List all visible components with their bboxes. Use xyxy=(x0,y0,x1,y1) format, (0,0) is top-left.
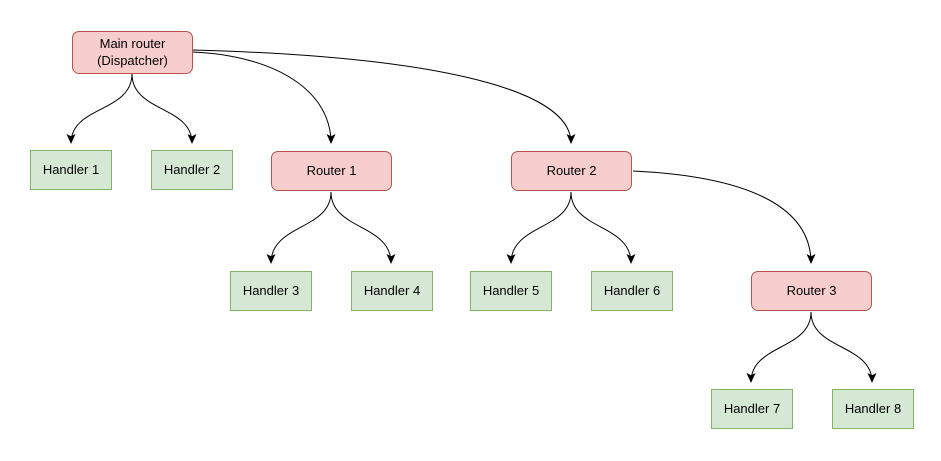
node-router-3[interactable]: Router 3 xyxy=(751,271,872,311)
node-handler-7[interactable]: Handler 7 xyxy=(711,389,793,429)
node-router-2[interactable]: Router 2 xyxy=(511,151,632,191)
edge-main-to-router-2 xyxy=(192,49,576,144)
node-handler-5[interactable]: Handler 5 xyxy=(470,271,552,311)
edge-router-2-to-handler-6 xyxy=(570,191,636,264)
edge-router-1-to-handler-4 xyxy=(330,191,396,264)
edge-router-2-to-handler-5 xyxy=(506,191,572,264)
edge-main-to-handler-2 xyxy=(131,73,197,144)
node-handler-3[interactable]: Handler 3 xyxy=(230,271,312,311)
node-handler-6[interactable]: Handler 6 xyxy=(591,271,673,311)
edge-main-to-handler-1 xyxy=(66,73,133,144)
node-handler-2[interactable]: Handler 2 xyxy=(151,150,233,190)
node-router-1[interactable]: Router 1 xyxy=(271,151,392,191)
edge-router-1-to-handler-3 xyxy=(266,191,332,264)
edge-router-3-to-handler-7 xyxy=(746,311,812,383)
node-handler-8[interactable]: Handler 8 xyxy=(832,389,914,429)
edge-router-3-to-handler-8 xyxy=(810,311,877,383)
node-handler-4[interactable]: Handler 4 xyxy=(351,271,433,311)
node-handler-1[interactable]: Handler 1 xyxy=(30,150,112,190)
edge-main-to-router-1 xyxy=(192,51,336,144)
node-main-router[interactable]: Main router (Dispatcher) xyxy=(72,31,193,74)
edge-router-2-to-router-3 xyxy=(632,170,816,264)
